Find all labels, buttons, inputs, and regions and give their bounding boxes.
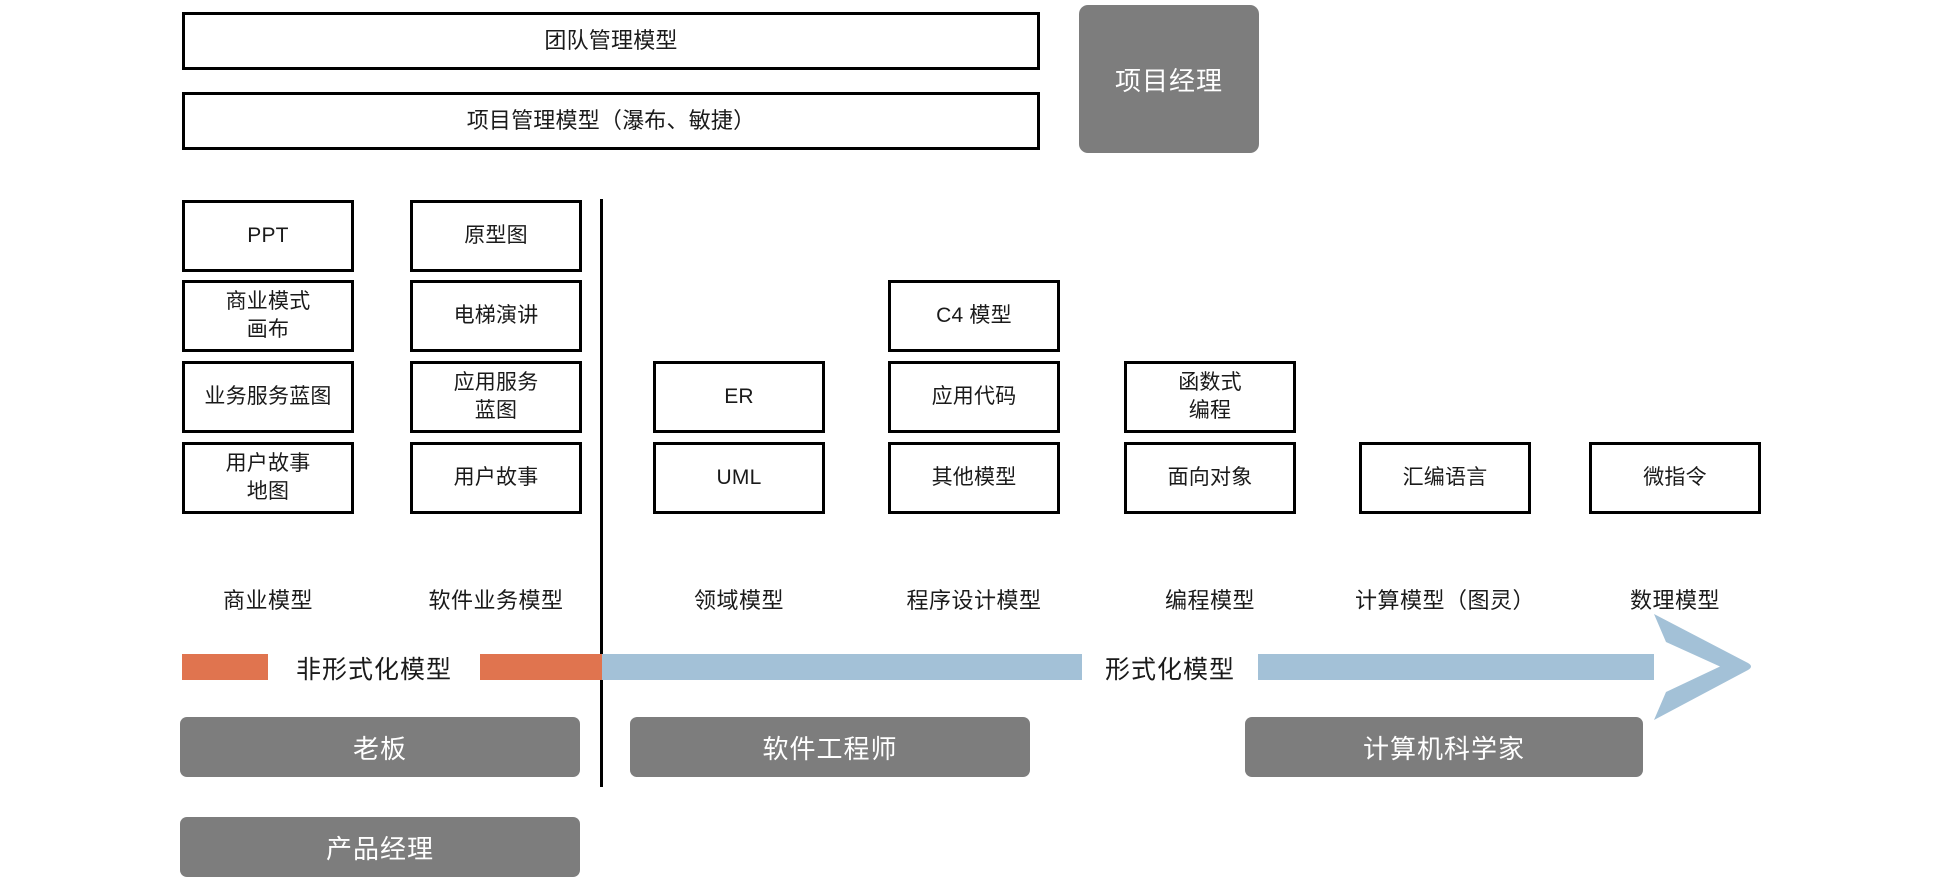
role-box-computer-scientist: 计算机科学家 [1245,717,1643,777]
model-box-microinstruction: 微指令 [1589,442,1761,514]
model-box-c4-model: C4 模型 [888,280,1060,352]
column-caption-label: 数理模型 [1629,588,1720,613]
model-box-application-service-blueprint: 应用服务 蓝图 [410,361,582,433]
model-box-label: 用户故事 [453,466,539,490]
model-box-business-service-blueprint: 业务服务蓝图 [182,361,354,433]
model-box-label: ER [724,385,754,409]
spectrum-label-informal-text: 非形式化模型 [295,656,452,684]
model-box-label: 函数式 编程 [1178,371,1242,422]
column-caption-label: 计算模型（图灵） [1354,588,1535,613]
column-caption-domain-model: 领域模型 [653,583,825,615]
column-caption-label: 程序设计模型 [906,588,1042,613]
model-box-label: 应用代码 [931,385,1017,409]
model-box-label: UML [716,466,762,490]
model-box-object-oriented: 面向对象 [1124,442,1296,514]
model-box-uml: UML [653,442,825,514]
role-box-boss: 老板 [180,717,580,777]
model-box-label: 商业模式 画布 [225,290,311,341]
model-box-label: 其他模型 [931,466,1017,490]
role-box-software-engineer: 软件工程师 [630,717,1030,777]
spectrum-label-formal: 形式化模型 [1082,648,1258,688]
section-divider-line [600,199,603,787]
model-box-label: 面向对象 [1167,466,1253,490]
model-box-prototype-diagram: 原型图 [410,200,582,272]
model-box-user-story-map: 用户故事 地图 [182,442,354,514]
model-box-er: ER [653,361,825,433]
column-caption-computation-model-turing: 计算模型（图灵） [1325,583,1565,615]
model-box-elevator-pitch: 电梯演讲 [410,280,582,352]
spectrum-arrow-head-icon [1654,614,1751,720]
model-box-other-models: 其他模型 [888,442,1060,514]
column-caption-business-model: 商业模型 [182,583,354,615]
model-box-functional-programming: 函数式 编程 [1124,361,1296,433]
model-box-user-story: 用户故事 [410,442,582,514]
role-box-label: 老板 [352,733,407,764]
model-box-assembly-language: 汇编语言 [1359,442,1531,514]
model-box-label: 电梯演讲 [453,304,539,328]
model-box-label: 用户故事 地图 [225,452,311,503]
column-caption-software-business-model: 软件业务模型 [396,583,596,615]
model-box-label: 微指令 [1643,466,1707,490]
banner-box-label: 团队管理模型 [544,28,678,54]
role-box-project-manager: 项目经理 [1079,5,1259,153]
column-caption-label: 编程模型 [1164,588,1255,613]
role-box-label: 产品经理 [325,833,434,864]
role-box-label: 计算机科学家 [1362,733,1525,764]
spectrum-label-formal-text: 形式化模型 [1104,656,1235,684]
banner-box-label: 项目管理模型（瀑布、敏捷） [466,108,756,134]
model-box-label: 原型图 [464,224,528,248]
column-caption-label: 领域模型 [693,588,784,613]
column-caption-label: 商业模型 [222,588,313,613]
banner-box-project-management-model: 项目管理模型（瀑布、敏捷） [182,92,1040,150]
role-box-label: 软件工程师 [762,733,898,764]
model-box-business-model-canvas: 商业模式 画布 [182,280,354,352]
column-caption-label: 软件业务模型 [428,588,564,613]
column-caption-mathematical-model: 数理模型 [1589,583,1761,615]
model-box-label: 业务服务蓝图 [204,385,332,409]
model-box-label: 应用服务 蓝图 [453,371,539,422]
model-box-ppt: PPT [182,200,354,272]
role-box-label: 项目经理 [1114,65,1223,96]
spectrum-label-informal: 非形式化模型 [268,648,480,688]
banner-box-team-management-model: 团队管理模型 [182,12,1040,70]
model-box-label: PPT [247,224,289,248]
role-box-product-manager: 产品经理 [180,817,580,877]
model-box-label: 汇编语言 [1402,466,1488,490]
column-caption-program-design-model: 程序设计模型 [874,583,1074,615]
column-caption-programming-model: 编程模型 [1124,583,1296,615]
model-box-application-code: 应用代码 [888,361,1060,433]
model-box-label: C4 模型 [936,304,1012,328]
